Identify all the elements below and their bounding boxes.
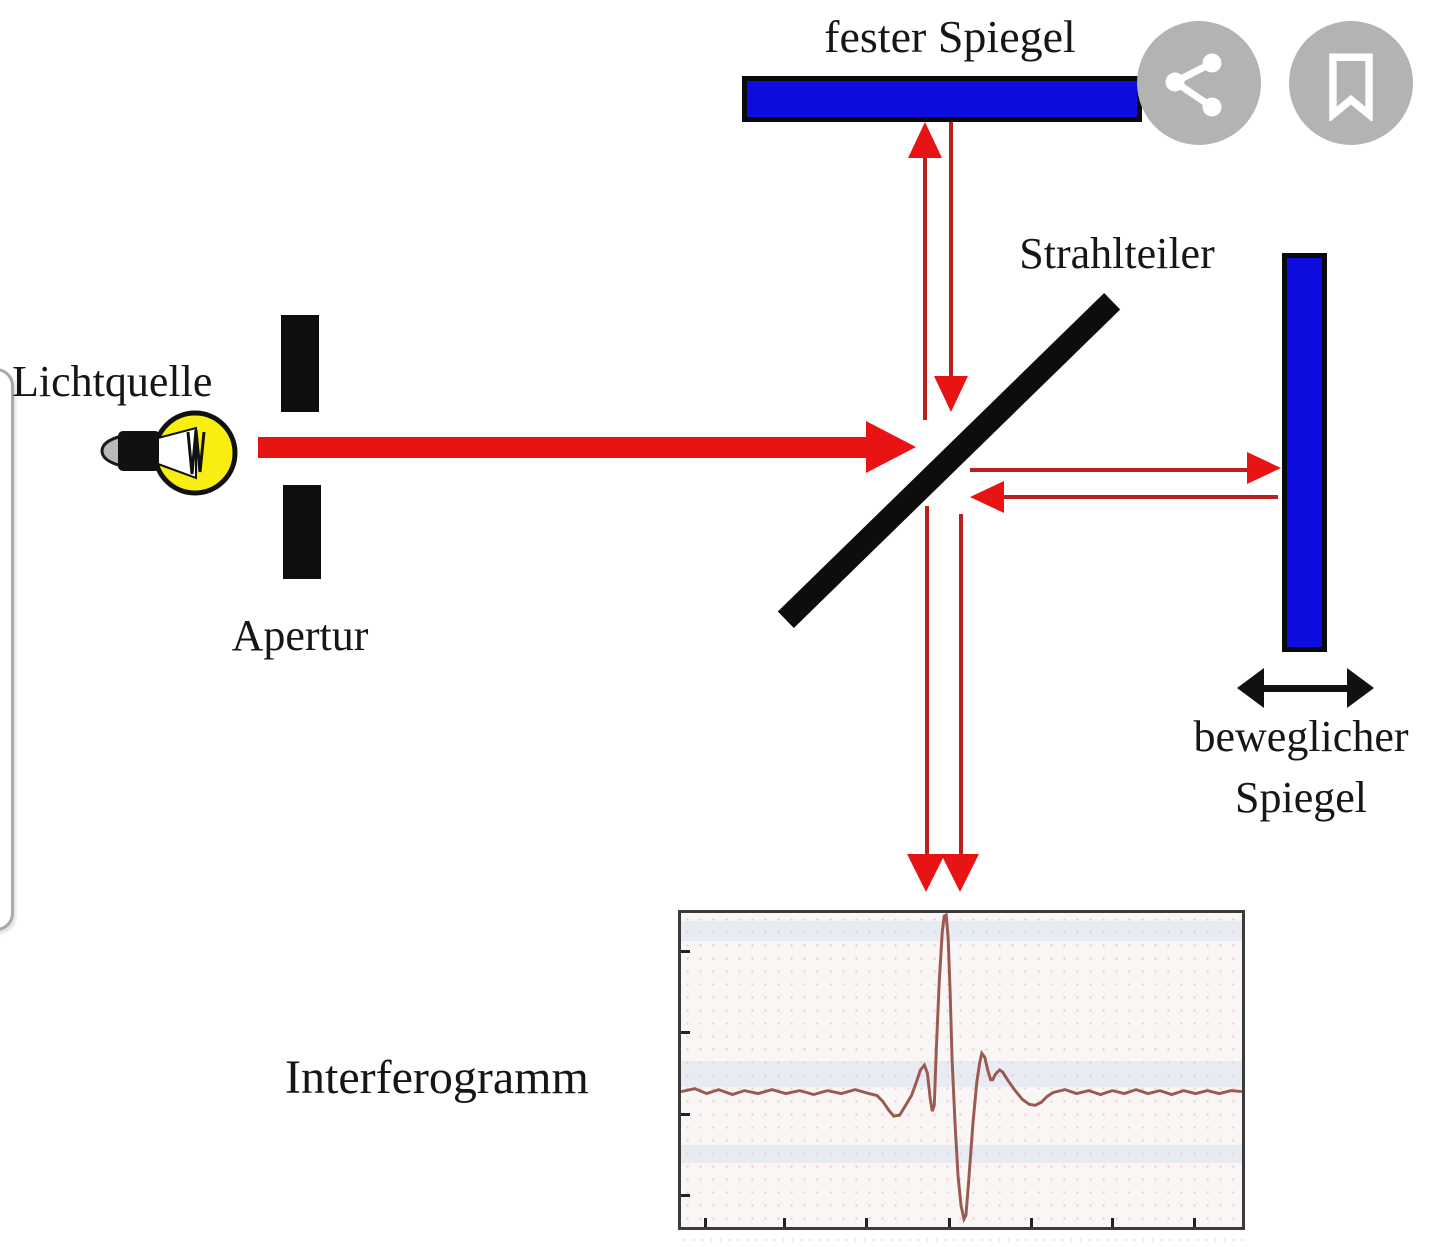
- beam-from-fixed-mirror: [949, 122, 953, 376]
- x-tick: [865, 1218, 868, 1227]
- interferogram-x-ticks: [681, 913, 1242, 1227]
- source-beam-arrowhead: [866, 421, 916, 473]
- bookmark-icon: [1329, 53, 1373, 121]
- plot-tint-band: [681, 1145, 1242, 1163]
- beam-to-detector-1: [925, 506, 929, 856]
- beam-from-movable-mirror: [1004, 495, 1278, 499]
- bulb-screw-tip: [100, 434, 124, 468]
- beam-to-detector-2-arrowhead: [941, 854, 979, 892]
- beam-from-fixed-mirror-arrowhead: [934, 376, 968, 412]
- beam-to-detector-1-arrowhead: [907, 854, 945, 892]
- interferogram-y-ticks: [681, 913, 1242, 1227]
- plot-tint-band: [681, 1061, 1242, 1087]
- mirror-translation-arrowhead-left: [1237, 668, 1264, 708]
- fixed-mirror: [742, 76, 1142, 122]
- bulb-filament: [186, 429, 206, 475]
- beam-splitter-label: Strahlteiler: [1019, 229, 1215, 278]
- y-tick: [681, 1194, 690, 1197]
- mirror-translation-arrowhead-right: [1347, 668, 1374, 708]
- x-tick: [704, 1218, 707, 1227]
- x-tick: [783, 1218, 786, 1227]
- light-source-label: Lichtquelle: [12, 357, 213, 406]
- interferogram-label: Interferogramm: [285, 1051, 589, 1104]
- interferogram-curve: [681, 913, 1242, 1224]
- plot-tint-band: [681, 921, 1242, 941]
- bulb-socket: [118, 431, 160, 471]
- beam-to-movable-mirror: [970, 468, 1247, 472]
- movable-mirror: [1282, 253, 1327, 652]
- x-tick: [1111, 1218, 1114, 1227]
- movable-mirror-label-line1: beweglicher: [1193, 712, 1409, 761]
- beam-to-movable-mirror-arrowhead: [1247, 452, 1281, 484]
- bulb-neck: [157, 426, 197, 480]
- light-bulb-icon: [100, 410, 238, 496]
- x-tick: [948, 1218, 951, 1227]
- bookmark-button[interactable]: [1289, 21, 1413, 145]
- share-button[interactable]: [1137, 21, 1261, 145]
- x-tick: [1030, 1218, 1033, 1227]
- beam-to-fixed-mirror-arrowhead: [908, 122, 942, 158]
- interferogram-plot: [678, 910, 1245, 1230]
- y-tick: [681, 950, 690, 953]
- source-beam: [258, 437, 868, 458]
- aperture-top-bar: [281, 315, 319, 412]
- interferogram-curve-line: [681, 913, 1242, 1224]
- y-tick: [681, 1113, 690, 1116]
- y-tick: [681, 1031, 690, 1034]
- mirror-translation-arrow: [1261, 685, 1351, 692]
- movable-mirror-label-line2: Spiegel: [1235, 773, 1367, 822]
- plot-under-dotted-line: [680, 1238, 1245, 1242]
- movable-mirror-label: beweglicher Spiegel: [1151, 706, 1440, 828]
- card-edge: [0, 368, 14, 931]
- aperture-bottom-bar: [283, 485, 321, 579]
- share-icon: [1165, 53, 1222, 117]
- fixed-mirror-label: fester Spiegel: [824, 11, 1076, 62]
- beam-from-movable-mirror-arrowhead: [970, 481, 1004, 513]
- beam-to-detector-2: [959, 514, 963, 856]
- beam-to-fixed-mirror: [923, 156, 927, 420]
- x-tick: [1193, 1218, 1196, 1227]
- aperture-label: Apertur: [231, 611, 369, 660]
